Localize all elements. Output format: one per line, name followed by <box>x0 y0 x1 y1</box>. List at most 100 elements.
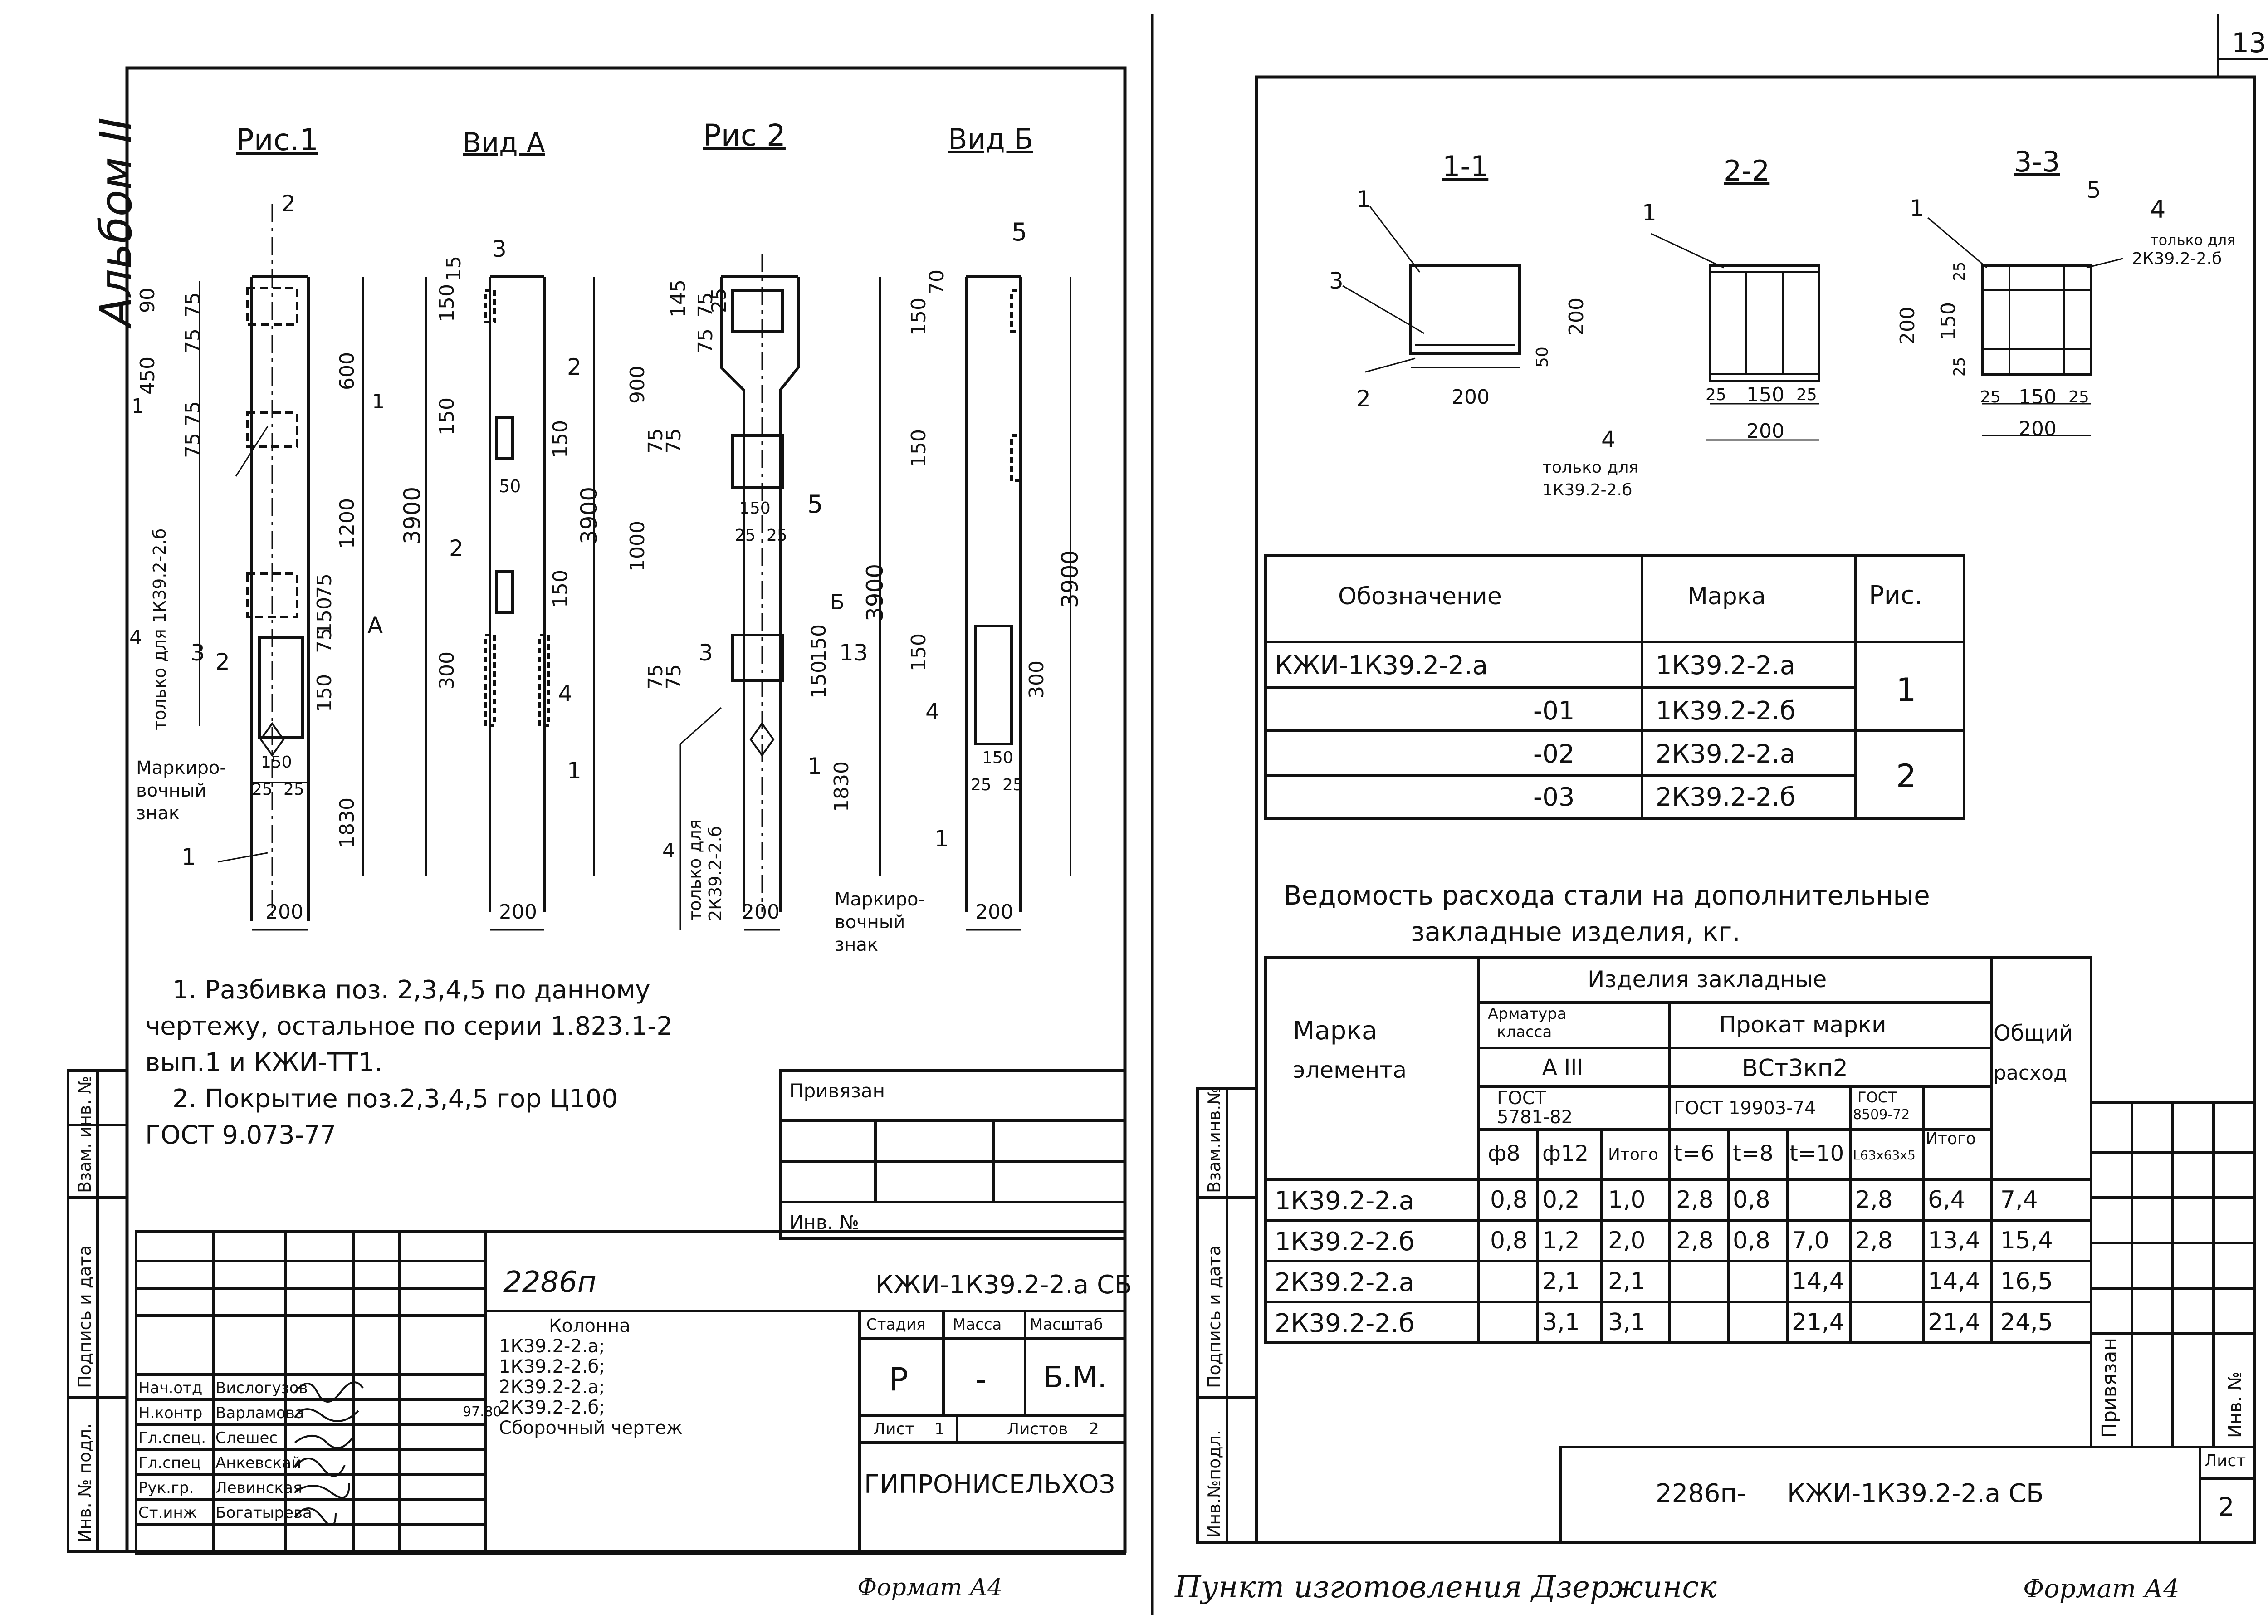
dim-label: 200 <box>975 900 1013 924</box>
dim-label: 75 <box>313 628 336 653</box>
dim-label: 150 <box>982 748 1013 767</box>
stamp-signature-date: Подпись и дата <box>1204 1245 1224 1388</box>
callout: 4 <box>558 680 572 707</box>
dim-label: 200 <box>499 900 537 924</box>
only-for-note: только для <box>2150 231 2236 249</box>
dim-label: 25 <box>971 776 992 794</box>
callout: 1 <box>1910 195 1924 221</box>
dim-label: 75 <box>181 433 205 458</box>
callout: 5 <box>1012 218 1027 246</box>
steel-cell-value: 2,8 <box>1676 1186 1714 1213</box>
steel-subheader: ф12 <box>1542 1141 1589 1166</box>
dim-label: 600 <box>336 352 359 390</box>
only-for-note: 1К39.2-2.б <box>1542 481 1633 499</box>
callout: 4 <box>129 626 142 649</box>
steel-cell-value: 2,0 <box>1608 1227 1646 1254</box>
callout: 3 <box>191 640 205 666</box>
steel-cell-value: 14,4 <box>1792 1268 1844 1295</box>
stamp-inv-podl: Инв.№подл. <box>1204 1429 1224 1538</box>
steel-subheader: t=6 <box>1674 1141 1715 1166</box>
dim-label: 25 <box>252 780 273 799</box>
steel-header-mark: Марка <box>1293 1016 1378 1046</box>
note-line: чертежу, остальное по серии 1.823.1-2 <box>145 1012 673 1041</box>
sheet-number-value: 2 <box>2218 1492 2234 1522</box>
dim-label: 150 <box>907 633 930 671</box>
steel-cell-mark: 1К39.2-2.а <box>1275 1186 1415 1216</box>
desc-line: Сборочный чертеж <box>499 1418 683 1438</box>
callout: 1 <box>934 826 949 852</box>
staff-name: Левинская <box>215 1479 303 1497</box>
dim-label: 200 <box>1746 420 1784 443</box>
steel-header-rolled: Прокат марки <box>1719 1012 1887 1038</box>
dim-label: 150 <box>435 284 459 322</box>
dim-label: 3900 <box>1057 550 1083 608</box>
steel-cell-value: 1,2 <box>1542 1227 1580 1254</box>
dim-label: 150 <box>261 753 292 772</box>
sheets-label: Листов <box>1007 1420 1068 1438</box>
manufacture-note: Пункт изготовления Дзержинск <box>1175 1570 1717 1604</box>
steel-header-gost1: ГОСТ 19903-74 <box>1674 1098 1816 1119</box>
callout: 1 <box>1642 200 1657 226</box>
note-line: вып.1 и КЖИ-ТТ1. <box>145 1048 383 1077</box>
dim-label: 25 <box>1950 261 1969 281</box>
staff-role: Гл.спец <box>138 1454 201 1472</box>
steel-cell-value: 6,4 <box>1928 1186 1965 1213</box>
dim-label: 150 <box>907 429 930 467</box>
callout: 2 <box>215 649 230 675</box>
dim-label: 1200 <box>336 498 359 549</box>
desc-line: 2К39.2-2.б; <box>499 1397 605 1418</box>
section-title: 3-3 <box>2014 145 2060 178</box>
callout: 3 <box>492 236 507 262</box>
marks-cell-mark: 2К39.2-2.б <box>1656 783 1796 812</box>
dim-label: 1000 <box>626 521 649 572</box>
dim-label: 200 <box>1565 298 1588 336</box>
steel-header-total: Общий <box>1994 1021 2073 1046</box>
steel-cell-mark: 1К39.2-2.б <box>1275 1227 1415 1257</box>
section-title: 2-2 <box>1724 154 1770 187</box>
mass-value: - <box>975 1361 987 1398</box>
steel-subheader: Итого <box>1926 1130 1976 1148</box>
only-for-note: 2К39.2-2.б <box>705 826 725 921</box>
dim-label: 150 <box>907 298 930 336</box>
inv-no-label: Инв. № <box>2225 1371 2246 1438</box>
drawing-code: КЖИ-1К39.2-2.а СБ <box>875 1270 1132 1300</box>
marker-label: Маркиро- <box>835 889 925 910</box>
staff-role: Ст.инж <box>138 1504 197 1522</box>
dim-label: 200 <box>2019 417 2057 440</box>
callout: 13 <box>839 640 868 666</box>
dim-label: 1830 <box>830 761 853 812</box>
steel-cell-value: 1,0 <box>1608 1186 1646 1213</box>
callout: 1 <box>1356 186 1371 212</box>
staff-name: Анкевскай <box>215 1454 302 1472</box>
dim-label: 150 <box>313 674 336 712</box>
callout: 4 <box>2150 195 2166 224</box>
steel-header-rebar-class: А III <box>1542 1055 1584 1080</box>
sheet-number-value: 1 <box>934 1420 945 1438</box>
dim-label: 3900 <box>399 486 425 544</box>
steel-cell-value: 7,0 <box>1792 1227 1829 1254</box>
dim-label: 150 <box>435 397 459 435</box>
marker-label: вочный <box>835 912 905 933</box>
staff-role: Нач.отд <box>138 1379 203 1397</box>
dim-label: 450 <box>136 357 159 395</box>
dim-label: 25 <box>708 288 731 313</box>
dim-label: 900 <box>626 366 649 404</box>
dim-label: 145 <box>667 279 690 318</box>
section-title: 1-1 <box>1442 150 1489 183</box>
figure-title-vidA: Вид А <box>463 127 545 159</box>
steel-cell-value: 14,4 <box>1928 1268 1980 1295</box>
callout: 2 <box>1356 386 1371 412</box>
dim-label: 200 <box>1896 307 1919 345</box>
marks-header-mark: Марка <box>1687 583 1766 610</box>
callout: 1 <box>181 844 196 870</box>
steel-header-total: расход <box>1994 1061 2068 1085</box>
drawing-code: КЖИ-1К39.2-2.а СБ <box>1787 1479 2044 1508</box>
dim-label: 150 <box>549 570 572 608</box>
callout: 4 <box>925 699 940 725</box>
staff-role: Н.контр <box>138 1404 203 1422</box>
signature-scribbles <box>294 1381 364 1526</box>
scale-header: Масштаб <box>1030 1316 1103 1334</box>
dim-label: 50 <box>499 476 521 496</box>
steel-cell-value: 15,4 <box>2000 1227 2053 1254</box>
